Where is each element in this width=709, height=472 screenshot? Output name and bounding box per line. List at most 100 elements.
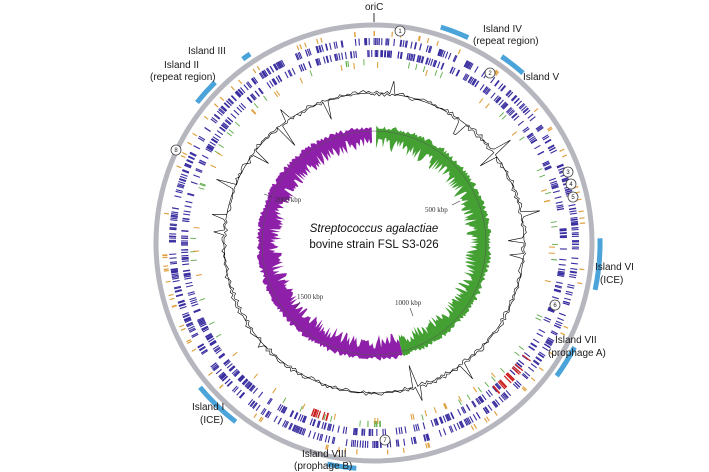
gene-mark (557, 317, 565, 322)
gene-mark (399, 51, 402, 59)
gene-mark (469, 416, 474, 423)
gene-mark (410, 437, 414, 445)
gene-mark (530, 343, 537, 348)
gene-mark (197, 343, 204, 348)
gene-mark (272, 78, 277, 85)
gene-mark (438, 429, 442, 437)
gene-mark (171, 305, 177, 308)
gene-mark (547, 144, 555, 149)
gene-mark (511, 367, 520, 375)
gene-mark (294, 53, 299, 61)
gene-mark (226, 363, 233, 369)
gene-mark (472, 79, 477, 86)
island-6-sublabel: (ICE) (600, 275, 623, 286)
gene-mark (216, 110, 223, 116)
gene-mark (183, 274, 191, 277)
gene-mark (499, 112, 505, 118)
gene-mark (522, 107, 529, 114)
marker-4-label: 4 (569, 182, 573, 188)
gene-mark (186, 323, 194, 328)
gene-mark (181, 257, 189, 260)
gene-mark (557, 272, 565, 275)
gene-mark (413, 436, 416, 445)
gene-mark (563, 300, 571, 304)
gene-mark (386, 38, 389, 46)
gene-mark (209, 340, 217, 346)
gene-mark (284, 71, 289, 79)
gene-mark (530, 363, 537, 369)
gene-mark (535, 356, 542, 362)
gene-mark (183, 275, 192, 278)
gene-mark (457, 408, 462, 416)
gene-mark (524, 109, 531, 116)
gene-mark (266, 67, 272, 75)
marker-7-label: 7 (383, 438, 387, 444)
gene-mark (413, 42, 417, 50)
gene-mark (449, 66, 454, 74)
gene-mark (226, 100, 232, 106)
gene-mark (238, 375, 244, 381)
gene-mark (170, 219, 178, 222)
gene-mark (309, 418, 314, 426)
gene-mark (320, 434, 324, 442)
gene-mark (281, 59, 286, 67)
gene-mark (528, 345, 536, 351)
gene-mark (191, 348, 197, 352)
gene-mark (222, 122, 230, 128)
gene-mark (508, 109, 514, 115)
gene-mark (337, 447, 340, 453)
gene-mark (252, 68, 257, 74)
gene-mark (259, 417, 264, 423)
gene-mark (220, 124, 228, 130)
gene-mark (563, 325, 569, 329)
gene-mark (501, 393, 508, 400)
gene-mark (179, 175, 187, 180)
gene-mark (298, 64, 303, 72)
gene-mark (537, 353, 545, 359)
gene-mark (323, 422, 327, 430)
gene-mark (266, 82, 272, 89)
gc-skew-positive (375, 125, 492, 357)
gene-mark (299, 405, 303, 412)
tick-500kbp-mark (451, 200, 461, 206)
gene-mark (439, 72, 443, 78)
gene-mark (178, 303, 186, 307)
gene-mark (195, 167, 203, 172)
gene-mark (544, 138, 552, 144)
gene-mark (253, 76, 259, 84)
gene-mark (395, 439, 398, 447)
gene-mark (466, 417, 471, 425)
gene-mark (291, 67, 296, 75)
gene-mark (219, 373, 226, 379)
gene-mark (184, 277, 192, 280)
gene-mark (293, 412, 298, 420)
gene-mark (169, 228, 177, 231)
gene-mark (518, 345, 525, 351)
gene-mark (530, 138, 537, 144)
gene-mark (211, 363, 218, 369)
gene-mark (519, 103, 526, 110)
gene-mark (222, 123, 229, 129)
gene-mark (258, 72, 264, 80)
gene-mark (492, 385, 500, 395)
gene-mark (560, 332, 566, 336)
gene-mark (462, 73, 467, 80)
gene-mark (326, 423, 330, 431)
gene-mark (471, 401, 476, 408)
gene-mark (273, 415, 278, 423)
gene-mark (551, 259, 558, 261)
gene-mark (442, 415, 447, 423)
gene-mark (569, 273, 577, 277)
gene-mark (180, 154, 186, 159)
gene-mark (570, 267, 578, 270)
gene-mark (502, 103, 508, 109)
gene-mark (527, 134, 535, 140)
gene-mark (266, 397, 272, 405)
gene-mark (425, 45, 429, 53)
gene-mark (400, 39, 403, 47)
gene-mark (506, 108, 513, 114)
gene-mark (341, 40, 344, 48)
marker-6 (549, 299, 561, 311)
gene-mark (210, 118, 217, 124)
gene-mark (579, 217, 585, 219)
